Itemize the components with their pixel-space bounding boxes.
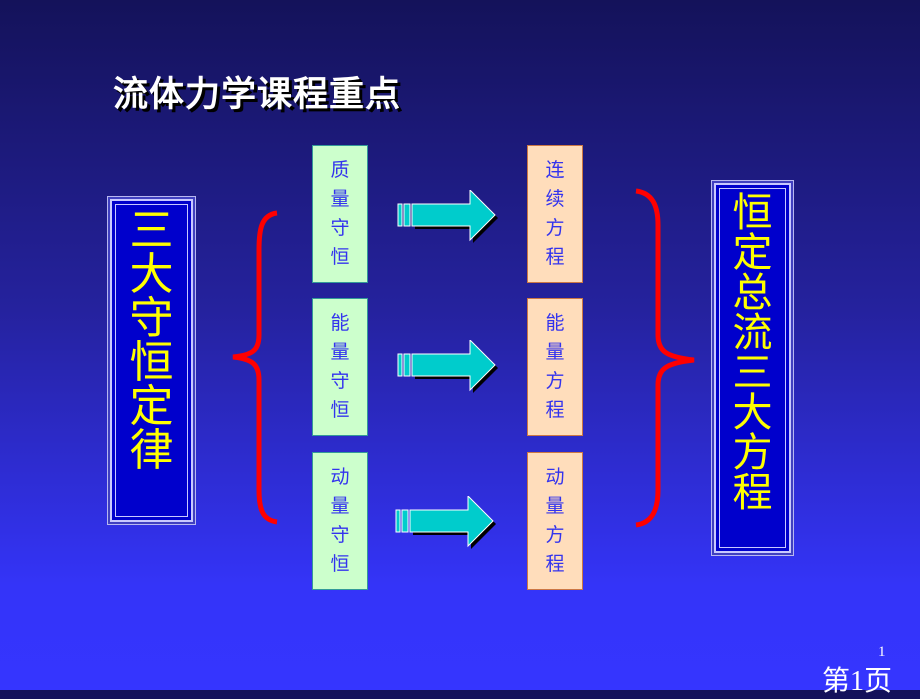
law-char: 守 <box>330 217 350 239</box>
equation-box-momentum: 动量方程 <box>527 452 583 590</box>
law-char: 量 <box>330 495 350 517</box>
box-char: 恒 <box>129 337 174 388</box>
law-box-energy: 能量守恒 <box>312 298 368 436</box>
box-char: 三 <box>129 205 174 256</box>
three-conservation-laws-box: 三 大 守 恒 定 律 <box>107 196 196 525</box>
eq-char: 方 <box>545 217 565 239</box>
law-char: 能 <box>330 312 350 334</box>
law-char: 恒 <box>330 399 350 421</box>
right-brace-icon <box>635 188 695 528</box>
law-char: 守 <box>330 370 350 392</box>
box-char: 程 <box>732 470 773 516</box>
page-label: 第1页 <box>822 666 893 697</box>
law-char: 守 <box>330 524 350 546</box>
law-char: 恒 <box>330 553 350 575</box>
box-char: 定 <box>732 230 773 276</box>
eq-char: 动 <box>545 466 565 488</box>
box-char: 方 <box>732 430 773 476</box>
eq-char: 量 <box>545 495 565 517</box>
equation-box-continuity: 连续方程 <box>527 145 583 283</box>
slide-number: 1 <box>878 644 886 660</box>
box-char: 总 <box>732 270 773 316</box>
eq-char: 方 <box>545 370 565 392</box>
eq-char: 量 <box>545 341 565 363</box>
law-char: 量 <box>330 341 350 363</box>
arrow-right-icon <box>395 496 496 549</box>
box-char: 大 <box>129 249 174 300</box>
box-char: 流 <box>732 310 773 356</box>
law-char: 量 <box>330 188 350 210</box>
eq-char: 程 <box>545 246 565 268</box>
law-box-mass: 质量守恒 <box>312 145 368 283</box>
law-char: 恒 <box>330 246 350 268</box>
arrow-right-icon <box>397 340 498 393</box>
box-char: 守 <box>129 293 174 344</box>
box-char: 恒 <box>732 190 773 236</box>
eq-char: 续 <box>545 188 565 210</box>
eq-char: 程 <box>545 553 565 575</box>
box-char: 定 <box>129 381 174 432</box>
law-box-momentum: 动量守恒 <box>312 452 368 590</box>
box-char: 大 <box>732 390 773 436</box>
law-char: 质 <box>330 159 350 181</box>
equation-box-energy: 能量方程 <box>527 298 583 436</box>
box-char: 律 <box>129 425 174 476</box>
eq-char: 方 <box>545 524 565 546</box>
eq-char: 能 <box>545 312 565 334</box>
arrow-right-icon <box>397 190 498 243</box>
steady-flow-equations-box: 恒 定 总 流 三 大 方 程 <box>711 180 794 556</box>
eq-char: 连 <box>545 159 565 181</box>
left-brace-icon <box>232 210 278 525</box>
slide-title: 流体力学课程重点 <box>113 75 402 115</box>
box-char: 三 <box>732 350 773 396</box>
eq-char: 程 <box>545 399 565 421</box>
law-char: 动 <box>330 466 350 488</box>
